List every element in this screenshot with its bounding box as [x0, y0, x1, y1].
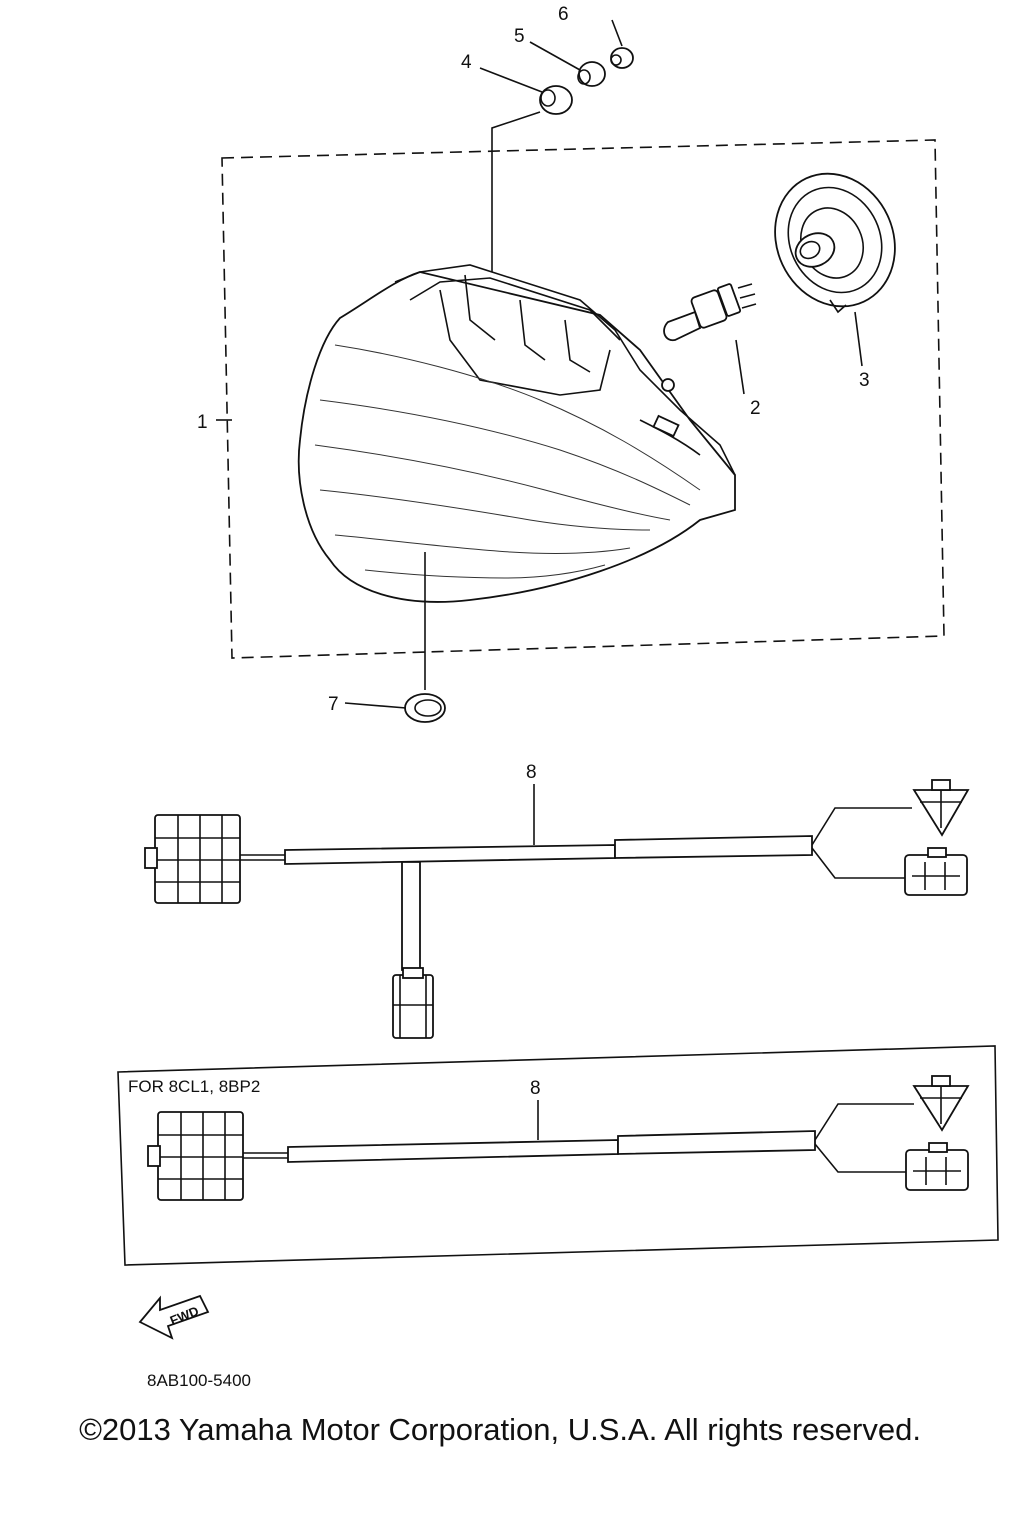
variant-box	[117, 1045, 999, 1266]
callout-number: 3	[859, 370, 870, 391]
callout-number: 5	[514, 26, 525, 47]
wire-harness-main	[144, 779, 970, 1039]
callout-number: 4	[461, 52, 472, 73]
bulb-cover-icon	[774, 172, 896, 314]
nut-icon	[610, 47, 634, 69]
grommet-lower-icon	[404, 693, 446, 723]
grommet-icon	[539, 85, 573, 115]
wire-harness-variant	[147, 1075, 970, 1201]
callout-number: 2	[750, 398, 761, 419]
callout-number: 6	[558, 4, 569, 25]
assembly-dashed-boundary	[221, 139, 945, 659]
bulb-icon	[663, 283, 757, 342]
callout-number: 8	[526, 762, 537, 783]
variant-box-label: FOR 8CL1, 8BP2	[128, 1077, 260, 1096]
callout-number: 1	[197, 412, 208, 433]
forward-arrow-icon: FWD	[138, 1294, 210, 1340]
collar-icon	[577, 61, 606, 87]
copyright-notice: ©2013 Yamaha Motor Corporation, U.S.A. A…	[79, 1412, 921, 1447]
callout-number: 8	[530, 1078, 541, 1099]
headlight-housing	[297, 264, 736, 603]
callout-number: 7	[328, 694, 339, 715]
diagram-code: 8AB100-5400	[147, 1371, 251, 1390]
